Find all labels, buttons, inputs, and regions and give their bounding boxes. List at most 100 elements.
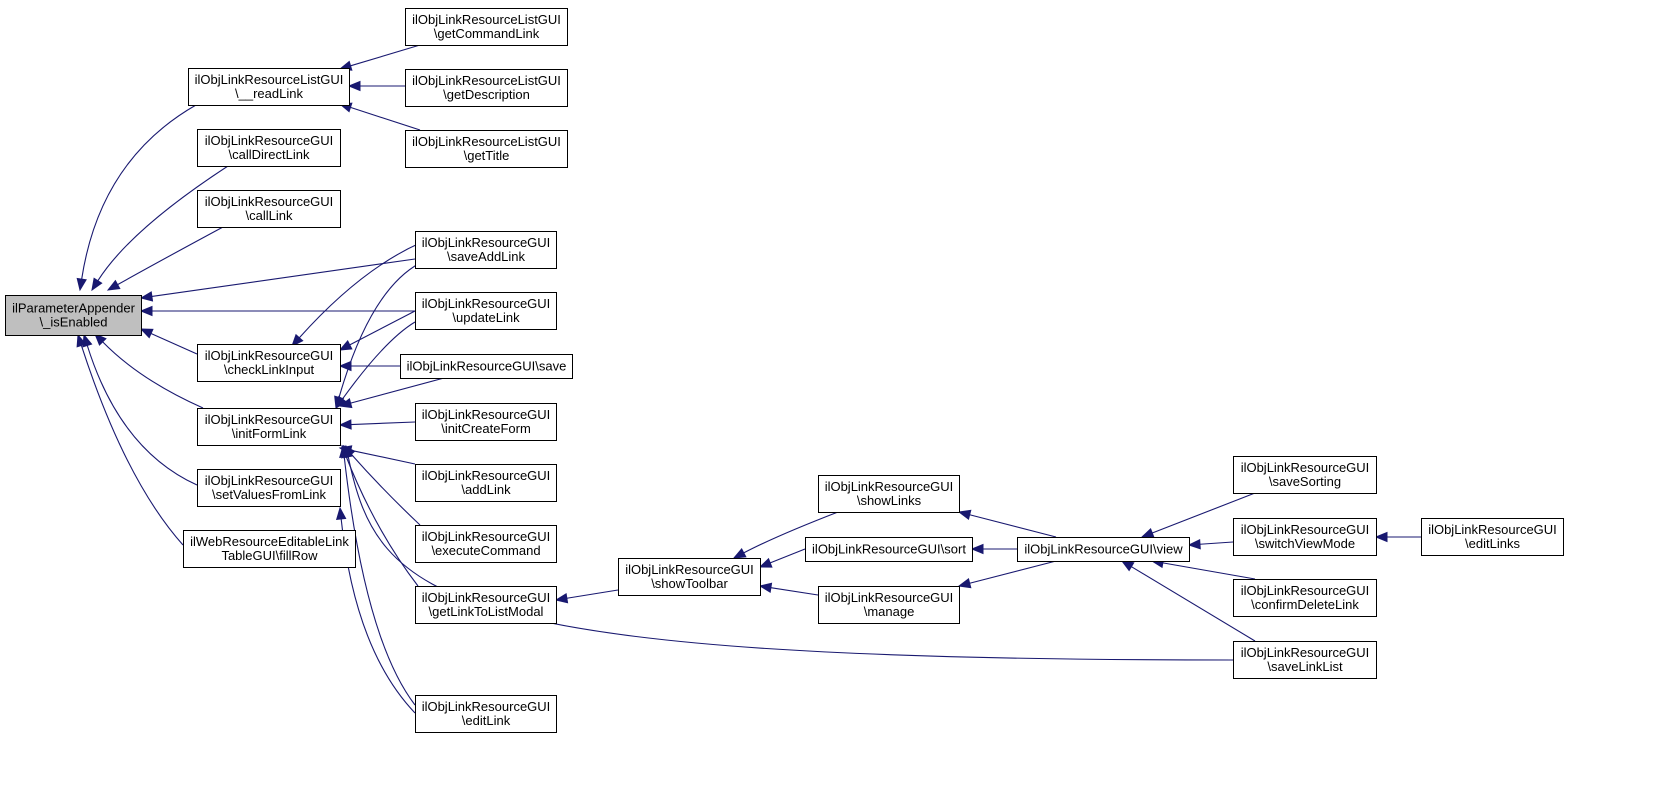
node-updateLink[interactable]: ilObjLinkResourceGUI\updateLink xyxy=(415,292,557,330)
node-box[interactable] xyxy=(415,525,557,563)
node-box[interactable] xyxy=(197,129,341,167)
node-label-line: \_isEnabled xyxy=(40,315,108,330)
node-saveLinkList[interactable]: ilObjLinkResourceGUI\saveLinkList xyxy=(1233,641,1377,679)
node-label-line: \__readLink xyxy=(235,86,303,101)
node-view[interactable]: ilObjLinkResourceGUI\view xyxy=(1017,537,1190,562)
node-saveSorting[interactable]: ilObjLinkResourceGUI\saveSorting xyxy=(1233,456,1377,494)
edge-arrowhead xyxy=(91,277,103,292)
node-box[interactable] xyxy=(805,537,973,562)
edge-line xyxy=(743,511,839,554)
node-executeCommand[interactable]: ilObjLinkResourceGUI\executeCommand xyxy=(415,525,557,563)
node-label-line: \getLinkToListModal xyxy=(429,604,544,619)
edge-arrowhead xyxy=(76,277,87,292)
edge-view-to-sort xyxy=(970,543,1017,555)
node-box[interactable] xyxy=(415,292,557,330)
node-box[interactable] xyxy=(1233,456,1377,494)
node-label-line: ilObjLinkResourceGUI xyxy=(1241,460,1370,475)
node-box[interactable] xyxy=(1233,518,1377,556)
node-label-line: ilObjLinkResourceGUI xyxy=(625,562,754,577)
edge-line xyxy=(349,310,416,346)
node-fillRow[interactable]: ilWebResourceEditableLinkTableGUI\fillRo… xyxy=(183,530,356,568)
node-box[interactable] xyxy=(197,344,341,382)
node-box[interactable] xyxy=(405,8,568,46)
nodes-layer: ilParameterAppender\_isEnabled ilObjLinkR… xyxy=(5,8,1564,733)
node-label-line: \initCreateForm xyxy=(441,421,531,436)
edge-line xyxy=(117,226,224,286)
edge-line xyxy=(102,341,204,409)
node-root[interactable]: ilParameterAppender\_isEnabled xyxy=(5,295,142,336)
edge-line xyxy=(350,44,421,67)
node-box[interactable] xyxy=(818,475,960,513)
node-box[interactable] xyxy=(183,530,356,568)
node-box[interactable] xyxy=(1017,537,1190,562)
edge-save-to-initFormLink xyxy=(338,377,445,409)
edge-line xyxy=(97,165,229,282)
edge-arrowhead xyxy=(732,548,747,559)
node-box[interactable] xyxy=(405,130,568,168)
node-showLinks[interactable]: ilObjLinkResourceGUI\showLinks xyxy=(818,475,960,513)
node-box[interactable] xyxy=(415,464,557,502)
edge-arrowhead xyxy=(1187,538,1201,550)
node-save[interactable]: ilObjLinkResourceGUI\save xyxy=(400,354,573,379)
edge-sort-to-showToolbar xyxy=(758,548,806,568)
edge-line xyxy=(151,258,416,297)
node-addLink[interactable]: ilObjLinkResourceGUI\addLink xyxy=(415,464,557,502)
node-setValuesFromLink[interactable]: ilObjLinkResourceGUI\setValuesFromLink xyxy=(197,469,341,507)
node-label-line: ilObjLinkResourceGUI xyxy=(1241,645,1370,660)
edge-arrowhead xyxy=(1120,560,1135,572)
edge-arrowhead xyxy=(343,444,354,459)
node-box[interactable] xyxy=(818,586,960,624)
node-box[interactable] xyxy=(400,354,573,379)
node-box[interactable] xyxy=(415,695,557,733)
edge-arrowhead xyxy=(1374,531,1388,543)
node-box[interactable] xyxy=(197,408,341,446)
node-manage[interactable]: ilObjLinkResourceGUI\manage xyxy=(818,586,960,624)
node-checkLinkInput[interactable]: ilObjLinkResourceGUI\checkLinkInput xyxy=(197,344,341,382)
edge-showLinks-to-showToolbar xyxy=(732,511,839,559)
node-getDescription[interactable]: ilObjLinkResourceListGUI\getDescription xyxy=(405,69,568,107)
node-box[interactable] xyxy=(405,69,568,107)
root-node-box[interactable] xyxy=(5,295,142,336)
edge-line xyxy=(969,560,1057,584)
node-callLink[interactable]: ilObjLinkResourceGUI\callLink xyxy=(197,190,341,228)
node-initFormLink[interactable]: ilObjLinkResourceGUI\initFormLink xyxy=(197,408,341,446)
node-showToolbar[interactable]: ilObjLinkResourceGUI\showToolbar xyxy=(618,558,761,596)
node-saveAddLink[interactable]: ilObjLinkResourceGUI\saveAddLink xyxy=(415,231,557,269)
edge-saveAddLink-to-initFormLink xyxy=(334,262,421,410)
node-label-line: ilObjLinkResourceListGUI xyxy=(412,12,561,27)
node-getCommandLink[interactable]: ilObjLinkResourceListGUI\getCommandLink xyxy=(405,8,568,46)
node-box[interactable] xyxy=(197,190,341,228)
edge-arrowhead xyxy=(106,279,121,291)
node-label-line: ilObjLinkResourceGUI xyxy=(205,412,334,427)
node-confirmDeleteLink[interactable]: ilObjLinkResourceGUI\confirmDeleteLink xyxy=(1233,579,1377,617)
node-box[interactable] xyxy=(1233,641,1377,679)
node-box[interactable] xyxy=(415,403,557,441)
edge-line xyxy=(350,106,421,131)
edge-line xyxy=(770,587,819,596)
node-box[interactable] xyxy=(1421,518,1564,556)
node-box[interactable] xyxy=(197,469,341,507)
node-readLink[interactable]: ilObjLinkResourceListGUI\__readLink xyxy=(188,68,350,106)
node-box[interactable] xyxy=(415,231,557,269)
node-editLinks[interactable]: ilObjLinkResourceGUI\editLinks xyxy=(1421,518,1564,556)
node-sort[interactable]: ilObjLinkResourceGUI\sort xyxy=(805,537,973,562)
node-box[interactable] xyxy=(188,68,350,106)
node-box[interactable] xyxy=(618,558,761,596)
edge-arrowhead xyxy=(338,397,353,409)
edge-view-to-showLinks xyxy=(957,509,1057,538)
node-box[interactable] xyxy=(1233,579,1377,617)
edge-getDescription-to-readLink xyxy=(347,80,405,92)
node-callDirectLink[interactable]: ilObjLinkResourceGUI\callDirectLink xyxy=(197,129,341,167)
node-box[interactable] xyxy=(415,586,557,624)
node-initCreateForm[interactable]: ilObjLinkResourceGUI\initCreateForm xyxy=(415,403,557,441)
node-switchViewMode[interactable]: ilObjLinkResourceGUI\switchViewMode xyxy=(1233,518,1377,556)
edge-arrowhead xyxy=(291,333,304,347)
edge-arrowhead xyxy=(554,592,569,604)
edge-checkLinkInput-to-root xyxy=(139,328,198,355)
node-getLinkToListModal[interactable]: ilObjLinkResourceGUI\getLinkToListModal xyxy=(415,586,557,624)
node-getTitle[interactable]: ilObjLinkResourceListGUI\getTitle xyxy=(405,130,568,168)
node-editLink[interactable]: ilObjLinkResourceGUI\editLink xyxy=(415,695,557,733)
edge-line xyxy=(969,514,1057,538)
edge-arrowhead xyxy=(347,80,361,92)
